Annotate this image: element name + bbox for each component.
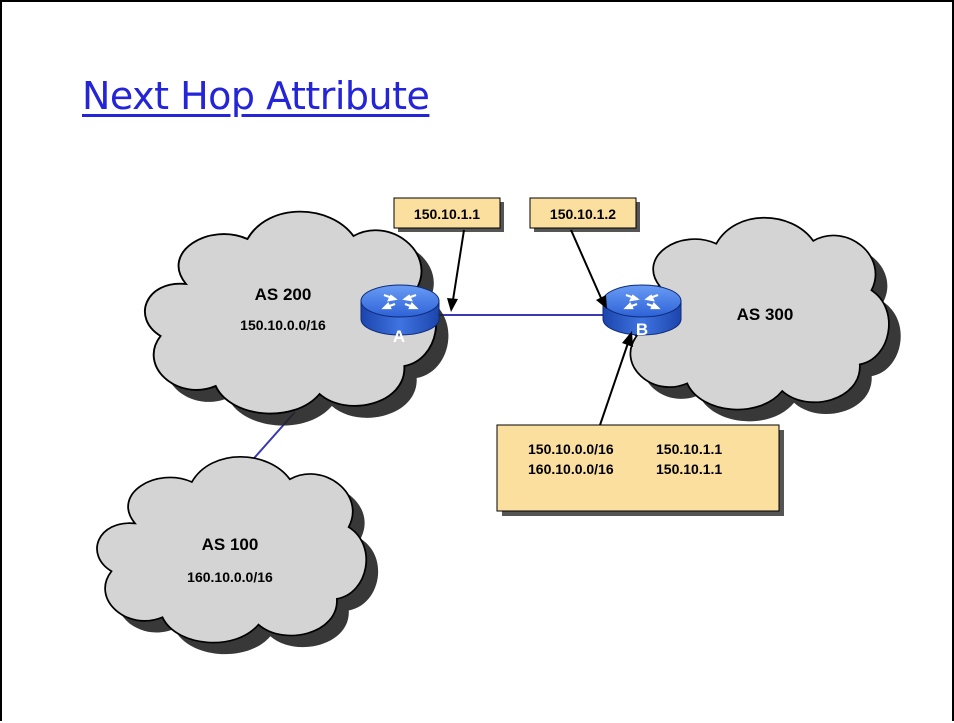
router-b-ip: 150.10.1.2 (550, 206, 616, 222)
router-b-label: B (636, 320, 648, 339)
arrow-to-router-b (570, 229, 607, 309)
slide-title: Next Hop Attribute (82, 74, 430, 118)
route-row-1-prefix: 150.10.0.0/16 (528, 441, 614, 457)
arrow-to-router-a (447, 229, 465, 312)
cloud-as100: AS 100 160.10.0.0/16 (96, 455, 379, 655)
as200-name: AS 200 (255, 285, 312, 304)
as200-prefix: 150.10.0.0/16 (240, 317, 326, 333)
route-row-1-next-hop: 150.10.1.1 (656, 441, 722, 457)
cloud-as300: AS 300 (621, 216, 901, 422)
as100-name: AS 100 (202, 535, 259, 554)
route-row-2-prefix: 160.10.0.0/16 (528, 461, 614, 477)
route-row-2-next-hop: 150.10.1.1 (656, 461, 722, 477)
as100-prefix: 160.10.0.0/16 (187, 569, 273, 585)
as300-name: AS 300 (737, 305, 794, 324)
callout-router-a-ip: 150.10.1.1 (393, 197, 504, 232)
route-table-callout: 150.10.0.0/16 150.10.1.1 160.10.0.0/16 1… (496, 424, 784, 516)
router-a-label: A (393, 327, 405, 346)
callout-router-b-ip: 150.10.1.2 (529, 197, 640, 232)
router-a-icon: A (360, 284, 440, 346)
arrow-from-route-table (599, 331, 633, 426)
cloud-as200: AS 200 150.10.0.0/16 (143, 210, 449, 426)
router-a-ip: 150.10.1.1 (414, 206, 480, 222)
router-b-icon: B (602, 284, 682, 339)
